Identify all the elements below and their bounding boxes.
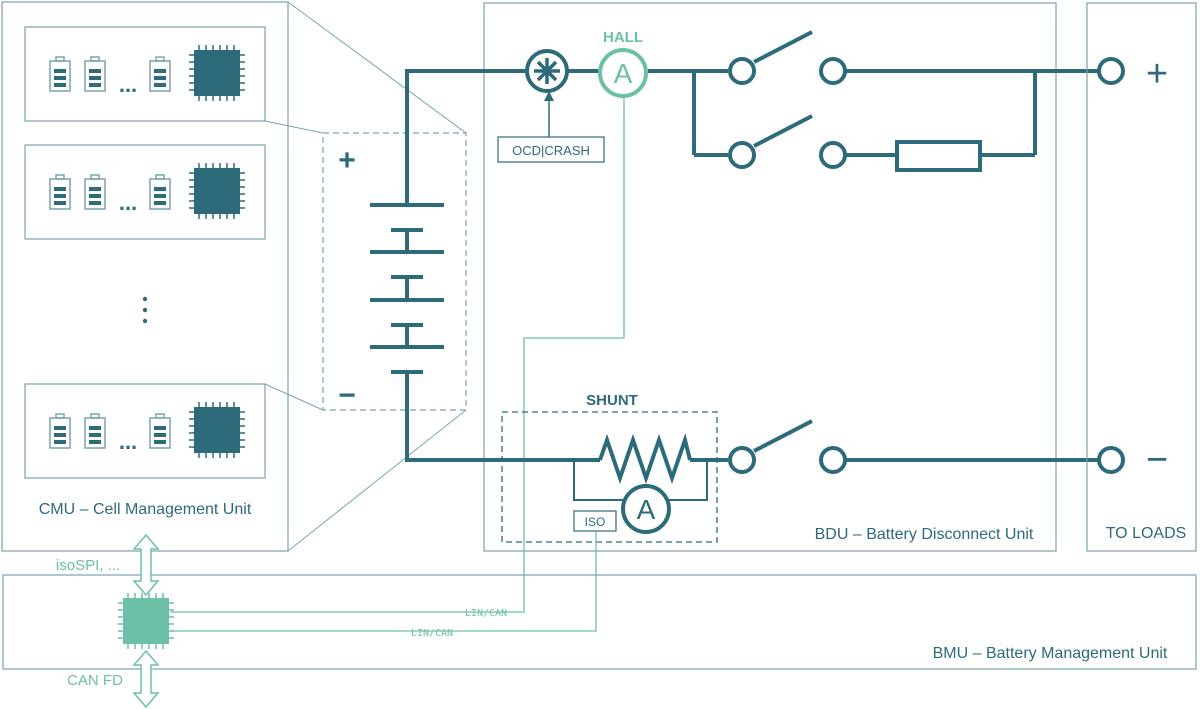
modules-vertical-ellipsis [142,296,148,324]
loads-label: TO LOADS [1106,525,1187,542]
battery-cell-icon [149,413,171,449]
battery-pack: + − [322,71,467,460]
battery-cell-icon [84,56,106,92]
cmu-chip-icon [188,162,246,220]
bmu-label: BMU – Battery Management Unit [933,645,1168,662]
battery-cell-icon [149,56,171,92]
pyro-fuse-icon [525,49,569,93]
load-plus-symbol: + [1146,53,1168,95]
iso-label: ISO [585,515,606,529]
load-minus-symbol: − [1146,439,1168,481]
link-label-shunt: LIN/CAN [411,628,453,639]
battery-cell-icon [49,174,71,210]
main-contactor-positive-icon [728,30,847,85]
battery-cell-icon [84,413,106,449]
cmu-label: CMU – Cell Management Unit [39,501,252,518]
hall-current-sensor-icon: A [598,48,648,98]
battery-cell-icon [84,174,106,210]
cells-ellipsis: ... [119,429,137,454]
load-terminal-positive-icon [1097,57,1125,85]
svg-text:A: A [614,58,633,89]
precharge-contactor-icon [728,114,847,169]
positive-rail [405,69,1100,157]
hall-signal-line [170,96,625,613]
shunt-ammeter-icon: A [621,484,671,534]
cell-module-1: ... [24,26,266,122]
shunt-resistor-icon [598,432,692,485]
cell-module-3: ... [24,383,266,479]
loads-panel [1086,2,1197,552]
bmu-mcu-chip-icon [118,593,174,649]
canfd-label: CAN FD [67,672,123,689]
shunt-label: SHUNT [586,392,638,409]
pack-minus-symbol: − [338,379,356,412]
isospi-label: isoSPI, ... [56,557,120,574]
canfd-arrow-icon [132,649,160,709]
battery-cell-stack-icon [370,71,444,460]
cmu-chip-icon [188,44,246,102]
cells-ellipsis: ... [119,72,137,97]
precharge-resistor-icon [895,140,982,172]
iso-box [573,510,617,532]
shunt-box [501,411,718,543]
main-contactor-negative-icon [728,419,847,474]
cmu-chip-icon [188,401,246,459]
bdu-panel [483,2,1057,552]
cell-module-2: ... [24,144,266,240]
battery-cell-icon [149,174,171,210]
battery-cell-icon [49,56,71,92]
battery-cell-icon [49,413,71,449]
svg-text:A: A [637,494,656,525]
isospi-arrow-icon [132,533,160,597]
pack-plus-symbol: + [338,144,356,177]
ocd-crash-trigger: OCD|CRASH [497,91,605,163]
load-terminal-negative-icon [1097,446,1125,474]
ocd-crash-label: OCD|CRASH [512,143,590,158]
link-label-hall: LIN/CAN [465,608,507,619]
bmu-panel [2,574,1197,670]
hall-label: HALL [603,29,643,46]
cells-ellipsis: ... [119,190,137,215]
bdu-label: BDU – Battery Disconnect Unit [815,526,1034,543]
shunt-signal-line [170,531,597,632]
shunt-measurement-wiring [573,460,708,501]
